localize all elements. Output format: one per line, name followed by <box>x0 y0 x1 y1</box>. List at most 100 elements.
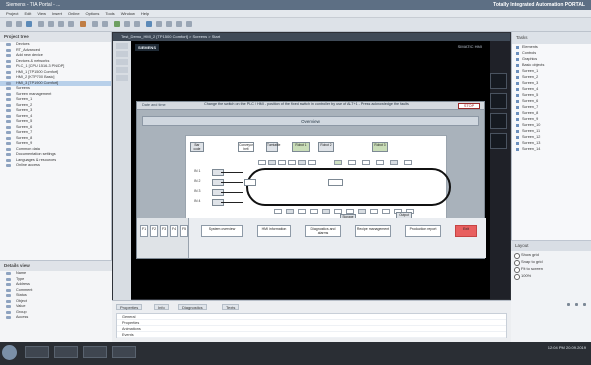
stop-runtime-icon[interactable] <box>176 21 182 27</box>
show-grid-option[interactable]: Show grid <box>511 251 591 259</box>
menu-item-window[interactable]: Window <box>120 11 135 16</box>
menu-item-insert[interactable]: Insert <box>51 11 62 16</box>
go-offline-icon[interactable] <box>156 21 162 27</box>
task-item[interactable]: Basic objects <box>512 62 591 68</box>
function-key-2[interactable]: F2 <box>150 225 158 237</box>
upload-icon[interactable] <box>134 21 140 27</box>
tree-item-selected[interactable]: HMI_3 [TP1900 Comfort] <box>0 80 111 86</box>
taskbar-app[interactable] <box>112 346 136 358</box>
download-icon[interactable] <box>124 21 130 27</box>
tree-item[interactable]: HMI_1 [TP1500 Comfort] <box>0 70 111 76</box>
hmi-side-key[interactable] <box>490 73 507 89</box>
task-item[interactable]: Screen_4 <box>512 86 591 92</box>
station-conveyor-belt[interactable]: Conveyor belt <box>238 142 254 152</box>
property-row[interactable]: General <box>117 314 506 320</box>
tree-item[interactable]: Screen management <box>0 92 111 98</box>
tree-item[interactable]: Online access <box>0 163 111 169</box>
save-project-icon[interactable] <box>26 21 32 27</box>
task-item[interactable]: Screen_8 <box>512 110 591 116</box>
property-row[interactable]: Properties <box>117 320 506 326</box>
task-item[interactable]: Screen_13 <box>512 140 591 146</box>
tree-item[interactable]: Documentation settings <box>0 152 111 158</box>
tree-item[interactable]: Devices <box>0 42 111 48</box>
zoom-level[interactable]: 100% <box>511 272 591 280</box>
task-item[interactable]: Controls <box>512 50 591 56</box>
undo-icon[interactable] <box>92 21 98 27</box>
new-project-icon[interactable] <box>6 21 12 27</box>
stop-indicator[interactable]: STOP <box>458 103 480 109</box>
paste-icon[interactable] <box>68 21 74 27</box>
toolbox-item[interactable] <box>116 43 128 49</box>
tree-item[interactable]: Languages & resources <box>0 158 111 164</box>
station-robot-2[interactable]: Robot 2 <box>318 142 334 152</box>
pan-icon[interactable] <box>567 303 570 306</box>
hmi-side-key[interactable] <box>490 93 507 109</box>
menu-item-edit[interactable]: Edit <box>24 11 32 16</box>
zoom-in-icon[interactable] <box>575 303 578 306</box>
production-report-button[interactable]: Production report <box>405 225 441 237</box>
exit-button[interactable]: Exit <box>455 225 477 237</box>
station-bar-code[interactable]: Bar code <box>190 142 204 152</box>
task-item[interactable]: Elements <box>512 44 591 50</box>
task-item[interactable]: Screen_11 <box>512 128 591 134</box>
function-key-5[interactable]: F5 <box>180 225 188 237</box>
task-item[interactable]: Screen_3 <box>512 80 591 86</box>
tree-item[interactable]: Screen_2 <box>0 103 111 109</box>
details-row[interactable]: Status <box>0 293 112 299</box>
details-row[interactable]: Value <box>0 304 112 310</box>
tree-item[interactable]: Screen_9 <box>0 141 111 147</box>
tab-info[interactable]: Info <box>154 304 169 310</box>
tree-item[interactable]: RT_Advanced <box>0 48 111 54</box>
toolbox-item[interactable] <box>116 67 128 73</box>
hmi-information-button[interactable]: HMI information <box>257 225 291 237</box>
menu-item-options[interactable]: Options <box>85 11 100 16</box>
simulation-icon[interactable] <box>166 21 172 27</box>
system-overview-button[interactable]: System overview <box>201 225 243 237</box>
print-icon[interactable] <box>38 21 44 27</box>
cut-icon[interactable] <box>48 21 54 27</box>
property-row[interactable]: Events <box>117 332 506 338</box>
snap-to-grid-option[interactable]: Snap to grid <box>511 258 591 266</box>
toolbox-item[interactable] <box>116 75 128 81</box>
menu-item-online[interactable]: Online <box>67 11 80 16</box>
hmi-side-key[interactable] <box>490 113 507 129</box>
taskbar-app[interactable] <box>54 346 78 358</box>
inspection-station[interactable] <box>328 179 343 186</box>
go-online-icon[interactable] <box>146 21 152 27</box>
task-item[interactable]: Screen_1 <box>512 68 591 74</box>
tab-texts[interactable]: Texts <box>222 304 240 310</box>
accessible-devices-icon[interactable] <box>186 21 192 27</box>
taskbar-app[interactable] <box>25 346 49 358</box>
fit-to-screen-option[interactable]: Fit to screen <box>511 265 591 273</box>
toolbox-item[interactable] <box>116 51 128 57</box>
station-robot-3[interactable]: Robot 3 <box>372 142 388 152</box>
menu-item-project[interactable]: Project <box>6 11 19 16</box>
compile-icon[interactable] <box>114 21 120 27</box>
tab-properties[interactable]: Properties <box>116 304 143 310</box>
task-item[interactable]: Graphics <box>512 56 591 62</box>
tree-item[interactable]: Screen_6 <box>0 125 111 131</box>
start-button-icon[interactable] <box>2 345 17 360</box>
task-item[interactable]: Screen_10 <box>512 122 591 128</box>
editor-tab[interactable]: Test_Demo_HMI_2 [TP1500 Comfort] > Scree… <box>113 33 510 41</box>
delete-icon[interactable] <box>80 21 86 27</box>
function-key-4[interactable]: F4 <box>170 225 178 237</box>
menu-item-tools[interactable]: Tools <box>105 11 115 16</box>
function-key-1[interactable]: F1 <box>140 225 148 237</box>
details-row[interactable]: Group <box>0 310 112 316</box>
zoom-out-icon[interactable] <box>583 303 586 306</box>
station-robot-1[interactable]: Robot 1 <box>292 142 310 152</box>
tree-item[interactable]: Screen_3 <box>0 108 111 114</box>
hmi-side-key[interactable] <box>490 133 507 149</box>
task-item[interactable]: Screen_2 <box>512 74 591 80</box>
details-row[interactable]: Access <box>0 315 112 321</box>
details-row[interactable]: Object <box>0 299 112 305</box>
details-row[interactable]: Name <box>0 271 112 277</box>
copy-icon[interactable] <box>58 21 64 27</box>
tree-item[interactable]: Screen_7 <box>0 130 111 136</box>
open-project-icon[interactable] <box>16 21 22 27</box>
task-item[interactable]: Screen_7 <box>512 104 591 110</box>
taskbar-app[interactable] <box>83 346 107 358</box>
redo-icon[interactable] <box>102 21 108 27</box>
task-item[interactable]: Screen_14 <box>512 146 591 152</box>
